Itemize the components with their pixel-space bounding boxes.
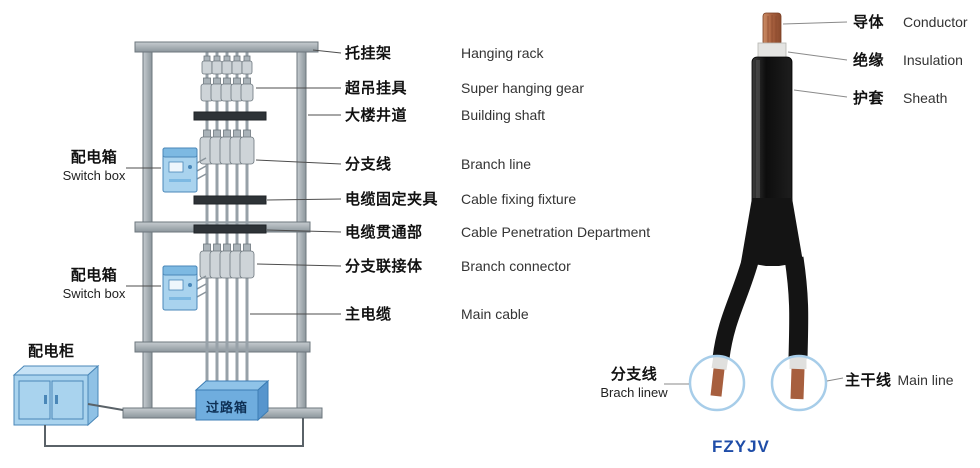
layer-callout-insulation: 绝缘 Insulation <box>853 50 963 70</box>
callout-hanging-rack: 托挂架 Hanging rack <box>345 43 544 63</box>
callout-zh: 电缆贯通部 <box>345 224 423 241</box>
branch-connectors-lower <box>199 243 255 279</box>
cable-fixing-fixtures <box>193 111 267 234</box>
switch-box-label-en: Switch box <box>62 168 126 183</box>
callout-en: Cable fixing fixture <box>461 191 577 207</box>
super-hanging-gear <box>200 55 254 102</box>
cabinet-label: 配电柜 <box>28 343 75 360</box>
main-line-label-zh: 主干线 <box>845 372 892 389</box>
callout-zh: 主电缆 <box>345 306 392 323</box>
branch-wires <box>196 157 207 298</box>
hanging-rack-beam <box>134 41 319 53</box>
callout-lines-right <box>664 21 848 385</box>
switch-box-label-en: Switch box <box>62 286 126 301</box>
main-line-label: 主干线 Main line <box>845 370 954 390</box>
cable-main-leg <box>784 256 809 359</box>
switch-box-label-zh: 配电箱 <box>70 149 118 166</box>
callout-en: Branch line <box>461 156 532 172</box>
callout-branch-line: 分支线 Branch line <box>345 154 531 174</box>
cable-branch-leg <box>712 255 760 360</box>
callout-zh: 分支联接体 <box>345 258 423 275</box>
distribution-cabinet <box>12 364 100 427</box>
callout-en: Cable Penetration Department <box>461 224 651 240</box>
callout-zh: 电缆固定夹具 <box>345 191 439 208</box>
callout-zh: 托挂架 <box>345 45 392 62</box>
branch-cable <box>688 12 828 412</box>
callout-building-shaft: 大楼井道 Building shaft <box>345 105 545 125</box>
switch-box-label-2: 配电箱 Switch box <box>58 267 130 303</box>
switch-box-2 <box>162 265 198 311</box>
callout-cable-fixing-fixture: 电缆固定夹具 Cable fixing fixture <box>345 189 576 209</box>
cable-crotch <box>741 198 803 266</box>
branch-connectors-upper <box>199 129 255 165</box>
branch-line-label: 分支线 Brach linew <box>590 366 678 402</box>
branch-line-label-en: Brach linew <box>600 385 668 400</box>
callout-en: Branch connector <box>461 258 571 274</box>
switch-box-label-zh: 配电箱 <box>70 267 118 284</box>
branch-line-label-zh: 分支线 <box>610 366 658 383</box>
callout-super-hanging-gear: 超吊挂具 Super hanging gear <box>345 78 584 98</box>
callout-zh: 分支线 <box>345 156 392 173</box>
callout-en: Super hanging gear <box>461 80 584 96</box>
junction-box <box>194 379 270 422</box>
main-cables <box>205 52 249 386</box>
main-line-label-en: Main line <box>897 372 954 388</box>
main-end-highlight-circle <box>770 354 828 412</box>
callout-cable-penetration: 电缆贯通部 Cable Penetration Department <box>345 222 650 242</box>
feeder-wires <box>44 403 304 447</box>
junction-box-label: 过路箱 <box>205 400 248 415</box>
layer-callout-conductor: 导体 Conductor <box>853 12 968 32</box>
layer-zh: 导体 <box>853 14 885 31</box>
callout-en: Hanging rack <box>461 45 544 61</box>
layer-callout-sheath: 护套 Sheath <box>853 88 947 108</box>
callout-zh: 超吊挂具 <box>345 80 408 97</box>
switch-box-label-1: 配电箱 Switch box <box>58 149 130 185</box>
layer-zh: 绝缘 <box>853 52 885 69</box>
cable-insulation <box>757 42 787 59</box>
branch-end-highlight-circle <box>688 354 746 412</box>
callout-branch-connector: 分支联接体 Branch connector <box>345 256 571 276</box>
layer-en: Conductor <box>903 14 968 30</box>
callout-zh: 大楼井道 <box>345 107 408 124</box>
callout-main-cable: 主电缆 Main cable <box>345 304 529 324</box>
model-label: FZYJV <box>712 437 770 456</box>
callout-lines-left <box>126 49 342 315</box>
callout-en: Building shaft <box>461 107 546 123</box>
callout-en: Main cable <box>461 306 529 322</box>
layer-en: Sheath <box>903 90 948 106</box>
switch-box-1 <box>162 147 198 193</box>
layer-en: Insulation <box>903 52 963 68</box>
layer-zh: 护套 <box>853 90 885 107</box>
